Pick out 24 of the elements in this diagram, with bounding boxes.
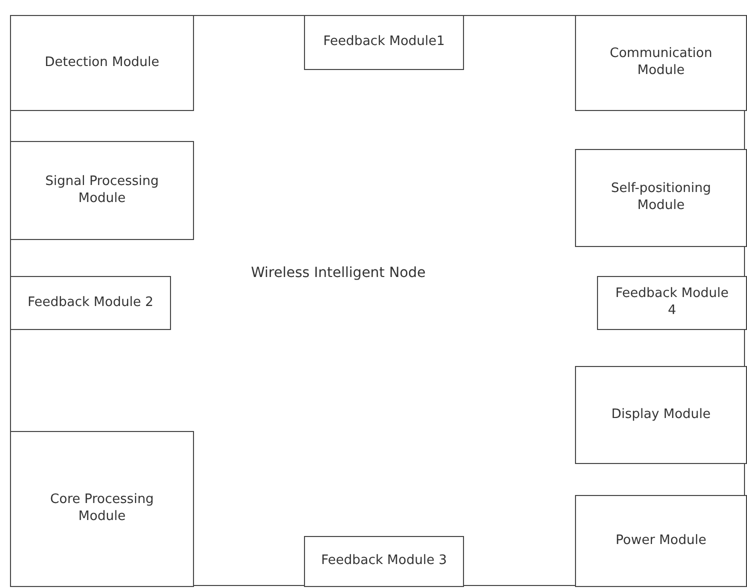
- module-label: Feedback Module 3: [320, 553, 448, 570]
- module-box: [10, 431, 194, 587]
- frame-title: Wireless Intelligent Node: [251, 265, 426, 281]
- module-box: [10, 15, 194, 111]
- module-box: [10, 141, 194, 240]
- system-frame: [10, 15, 745, 586]
- module-label: Detection Module: [44, 54, 160, 72]
- module-box: [575, 366, 747, 464]
- module-box: [575, 149, 747, 247]
- module-label: Feedback Module1: [322, 34, 446, 51]
- module-box: [597, 276, 747, 330]
- module-box: [575, 495, 747, 587]
- module-label: Display Module: [610, 406, 712, 424]
- module-box: [304, 536, 464, 587]
- module-box: [575, 15, 747, 111]
- module-box: [304, 15, 464, 70]
- module-label: Feedback Module 4: [614, 286, 730, 320]
- module-label: Communication Module: [608, 46, 714, 80]
- module-label: Feedback Module 2: [26, 294, 154, 312]
- module-label: Power Module: [614, 532, 708, 550]
- module-label: Signal Processing Module: [44, 174, 160, 208]
- module-label: Self-positioning Module: [610, 181, 712, 215]
- module-label: Core Processing Module: [49, 492, 155, 526]
- module-box: [10, 276, 171, 330]
